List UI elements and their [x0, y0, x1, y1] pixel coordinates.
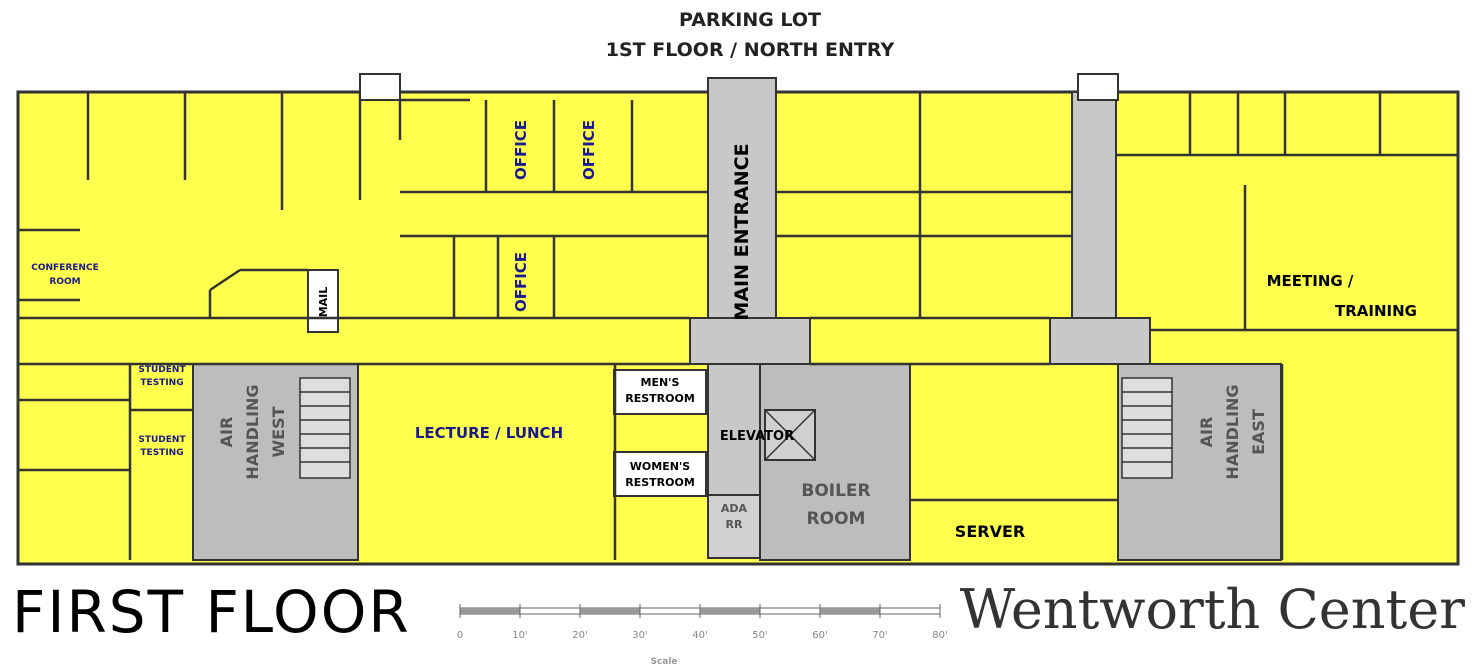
scale-tick-label: 10' — [512, 630, 527, 641]
label-student-testing-1b: TESTING — [140, 378, 183, 388]
label-ada-2: RR — [726, 518, 743, 531]
scale-tick-label: 40' — [692, 630, 707, 641]
label-student-testing-1a: STUDENT — [138, 365, 186, 375]
label-office-2: OFFICE — [580, 120, 598, 180]
label-air-west-3: WEST — [269, 406, 288, 457]
label-student-testing-2b: TESTING — [140, 448, 183, 458]
header-north-entry: 1ST FLOOR / NORTH ENTRY — [605, 39, 895, 61]
floor-title: FIRST FLOOR — [12, 578, 411, 646]
scale-tick-label: 80' — [932, 630, 947, 641]
central-hub — [689, 317, 811, 365]
label-office-1: OFFICE — [512, 120, 530, 180]
label-mail: MAIL — [317, 287, 330, 318]
mail-room-box — [307, 269, 339, 333]
label-meeting-2: TRAINING — [1335, 302, 1417, 320]
header-parking-lot: PARKING LOT — [679, 9, 821, 31]
entrance-doors — [359, 73, 1119, 101]
label-meeting-1: MEETING / — [1267, 272, 1354, 290]
label-office-3: OFFICE — [512, 252, 530, 312]
label-server: SERVER — [955, 522, 1025, 541]
label-elevator: ELEVATOR — [720, 429, 794, 444]
label-mens-2: RESTROOM — [625, 392, 695, 405]
mens-restroom-box — [613, 369, 707, 415]
scale-tick-label: 0 — [457, 630, 463, 641]
label-lecture-lunch: LECTURE / LUNCH — [415, 424, 563, 442]
scale-tick-label: 20' — [572, 630, 587, 641]
label-student-testing-2a: STUDENT — [138, 435, 186, 445]
label-air-east-3: EAST — [1249, 409, 1268, 455]
label-air-west-1: AIR — [217, 417, 236, 448]
label-air-west-2: HANDLING — [243, 384, 262, 479]
label-conference-room-2: ROOM — [49, 277, 80, 287]
label-womens-2: RESTROOM — [625, 476, 695, 489]
label-air-east-1: AIR — [1197, 417, 1216, 448]
east-hub — [1049, 317, 1151, 365]
label-womens-1: WOMEN'S — [630, 460, 691, 473]
womens-restroom-box — [613, 451, 707, 497]
scale-tick-label: 50' — [752, 630, 767, 641]
boiler-room-block — [759, 363, 911, 561]
label-boiler-2: ROOM — [807, 509, 866, 529]
ada-restroom-block — [707, 494, 761, 559]
scale-bar: 0 10' 20' 30' 40' 50' 60' 70' 80' Scale — [457, 604, 948, 667]
label-mens-1: MEN'S — [641, 376, 680, 389]
scale-tick-label: 30' — [632, 630, 647, 641]
stairs-east — [1121, 377, 1173, 479]
scale-tick-label: 60' — [812, 630, 827, 641]
scale-tick-label: 70' — [872, 630, 887, 641]
label-main-entrance: MAIN ENTRANCE — [731, 143, 753, 320]
east-corridor — [1071, 91, 1117, 343]
building-name: Wentworth Center — [959, 578, 1465, 641]
label-conference-room-1: CONFERENCE — [31, 263, 98, 273]
scale-caption: Scale — [650, 657, 677, 667]
label-boiler-1: BOILER — [801, 481, 870, 501]
label-air-east-2: HANDLING — [1223, 384, 1242, 479]
label-ada-1: ADA — [721, 502, 748, 515]
stairs-west — [299, 377, 351, 479]
interior-walls — [18, 92, 1458, 560]
